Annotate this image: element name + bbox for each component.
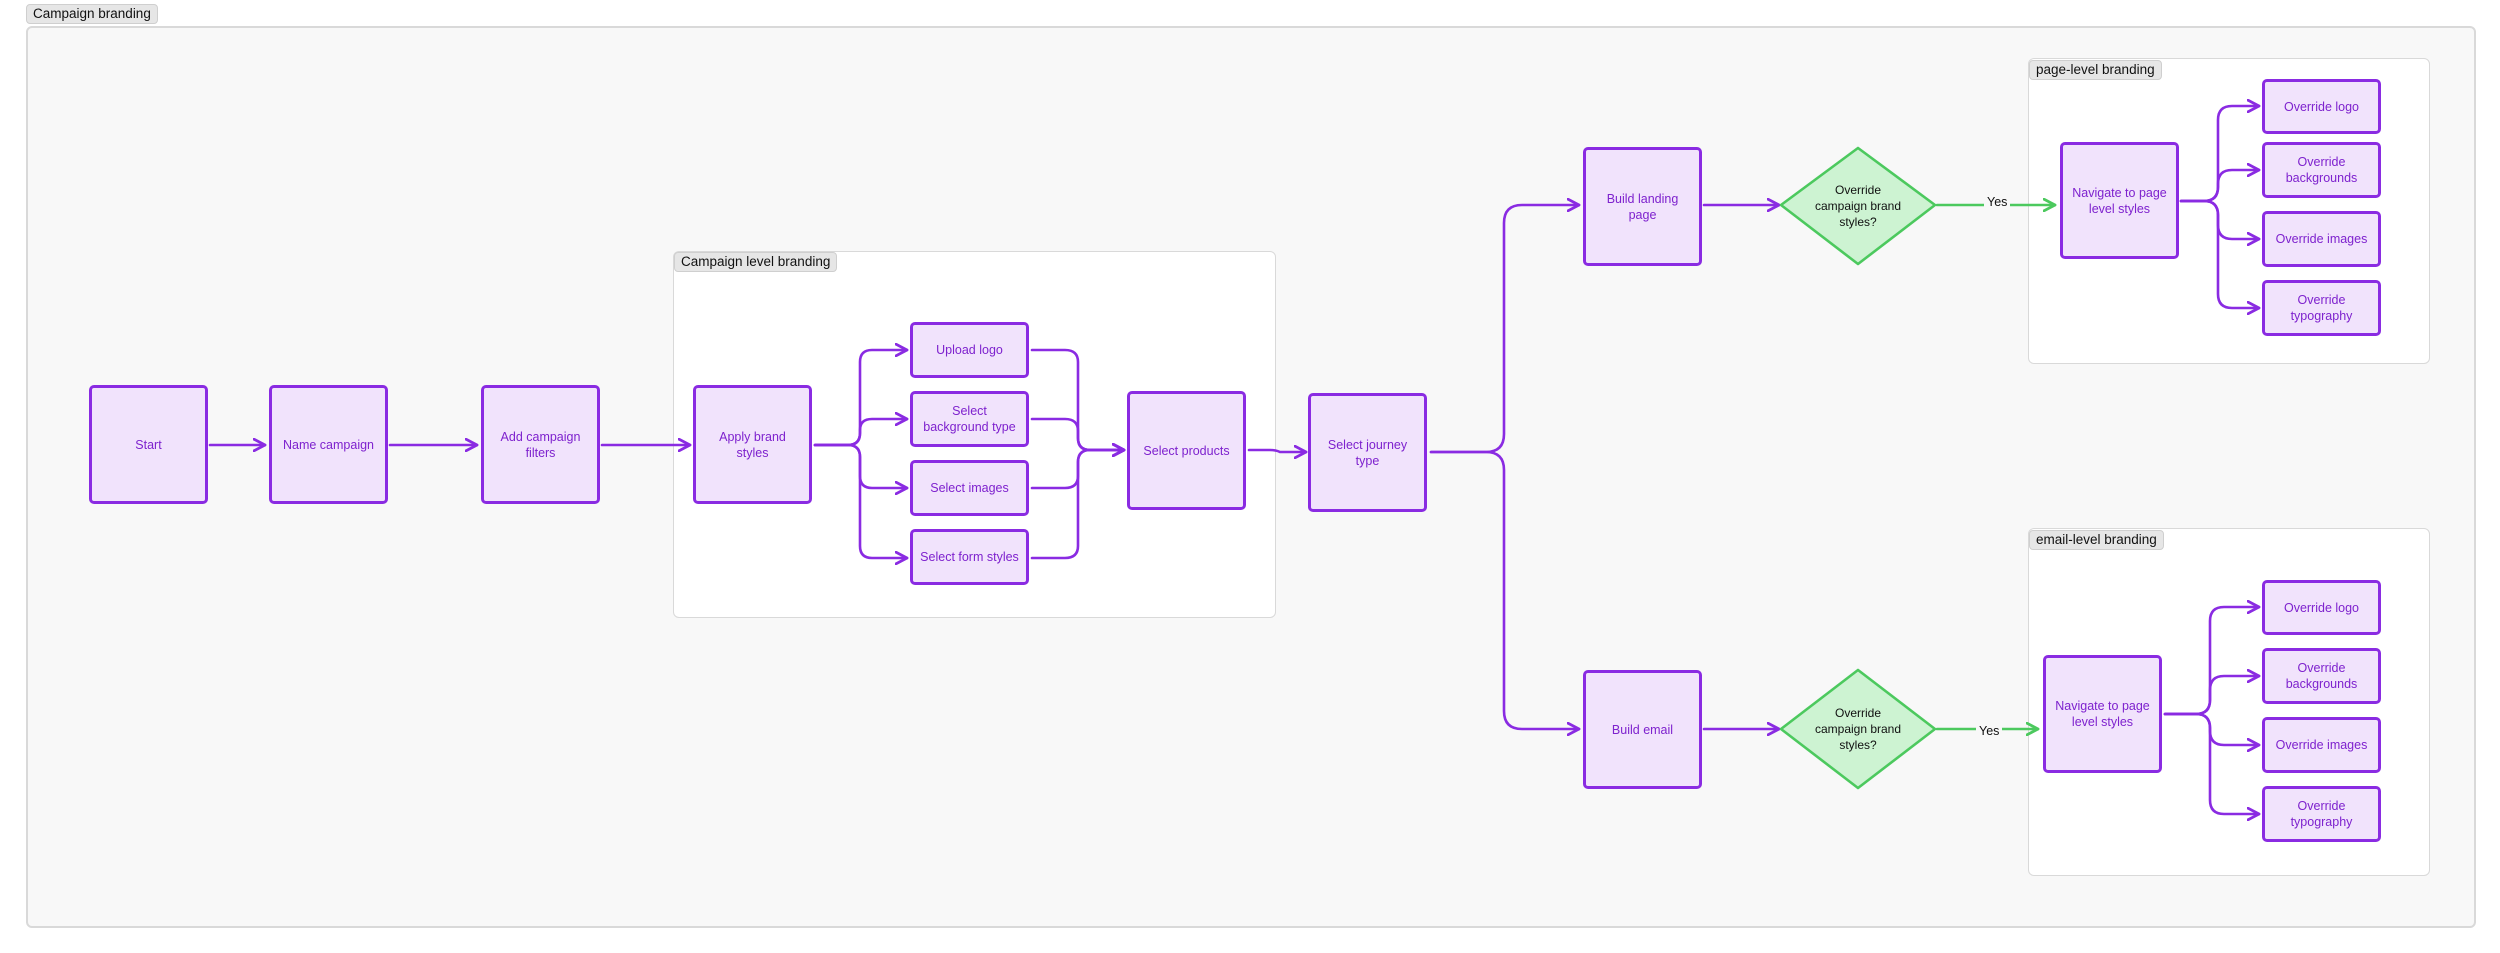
edge-journey-landing xyxy=(1429,205,1579,454)
node-select-products[interactable]: Select products xyxy=(1127,391,1246,510)
node-email-override-images[interactable]: Override images xyxy=(2262,717,2381,773)
frame-label-campaign-branding: Campaign branding xyxy=(26,4,158,24)
node-email-override-typography[interactable]: Override typography xyxy=(2262,786,2381,842)
frame-label-campaign-level: Campaign level branding xyxy=(674,252,838,272)
frame-label-email-level: email-level branding xyxy=(2029,530,2164,550)
node-upload-logo[interactable]: Upload logo xyxy=(910,322,1029,378)
node-page-override-typography[interactable]: Override typography xyxy=(2262,280,2381,336)
decision-diamond-page xyxy=(1779,146,1937,266)
edge-apply-bg xyxy=(813,419,907,447)
node-select-form-styles[interactable]: Select form styles xyxy=(910,529,1029,585)
node-email-override-backgrounds[interactable]: Override backgrounds xyxy=(2262,648,2381,704)
edge-navpage-images xyxy=(2179,199,2259,239)
frame-label-page-level: page-level branding xyxy=(2029,60,2162,80)
edge-navemail-images xyxy=(2163,712,2259,745)
node-build-landing-page[interactable]: Build landing page xyxy=(1583,147,1702,266)
node-add-campaign-filters[interactable]: Add campaign filters xyxy=(481,385,600,504)
node-build-email[interactable]: Build email xyxy=(1583,670,1702,789)
edge-form-products xyxy=(1030,450,1124,560)
node-apply-brand-styles[interactable]: Apply brand styles xyxy=(693,385,812,504)
node-select-journey-type[interactable]: Select journey type xyxy=(1308,393,1427,512)
edge-label-yes-email: Yes xyxy=(1976,723,2003,739)
node-page-override-images[interactable]: Override images xyxy=(2262,211,2381,267)
node-page-override-backgrounds[interactable]: Override backgrounds xyxy=(2262,142,2381,198)
node-start[interactable]: Start xyxy=(89,385,208,504)
node-email-override-logo[interactable]: Override logo xyxy=(2262,580,2381,635)
edge-navpage-bg xyxy=(2179,170,2259,203)
edge-journey-email xyxy=(1429,450,1579,729)
edge-label-yes-page: Yes xyxy=(1984,194,2011,210)
decision-diamond-email xyxy=(1779,668,1937,790)
node-select-images[interactable]: Select images xyxy=(910,460,1029,516)
edge-navpage-logo xyxy=(2179,106,2259,203)
decision-override-page[interactable]: Override campaign brand styles? xyxy=(1814,183,1902,229)
node-select-background-type[interactable]: Select background type xyxy=(910,391,1029,447)
edge-navemail-logo xyxy=(2163,607,2259,716)
decision-override-email[interactable]: Override campaign brand styles? xyxy=(1814,706,1902,752)
edge-navemail-bg xyxy=(2163,676,2259,716)
node-page-override-logo[interactable]: Override logo xyxy=(2262,79,2381,134)
node-navigate-page-level-styles[interactable]: Navigate to page level styles xyxy=(2060,142,2179,259)
edge-navemail-typo xyxy=(2163,712,2259,814)
node-name-campaign[interactable]: Name campaign xyxy=(269,385,388,504)
node-navigate-email-level-styles[interactable]: Navigate to page level styles xyxy=(2043,655,2162,773)
edge-navpage-typo xyxy=(2179,199,2259,308)
edge-products-journey xyxy=(1247,450,1306,452)
edge-apply-form xyxy=(813,443,907,558)
